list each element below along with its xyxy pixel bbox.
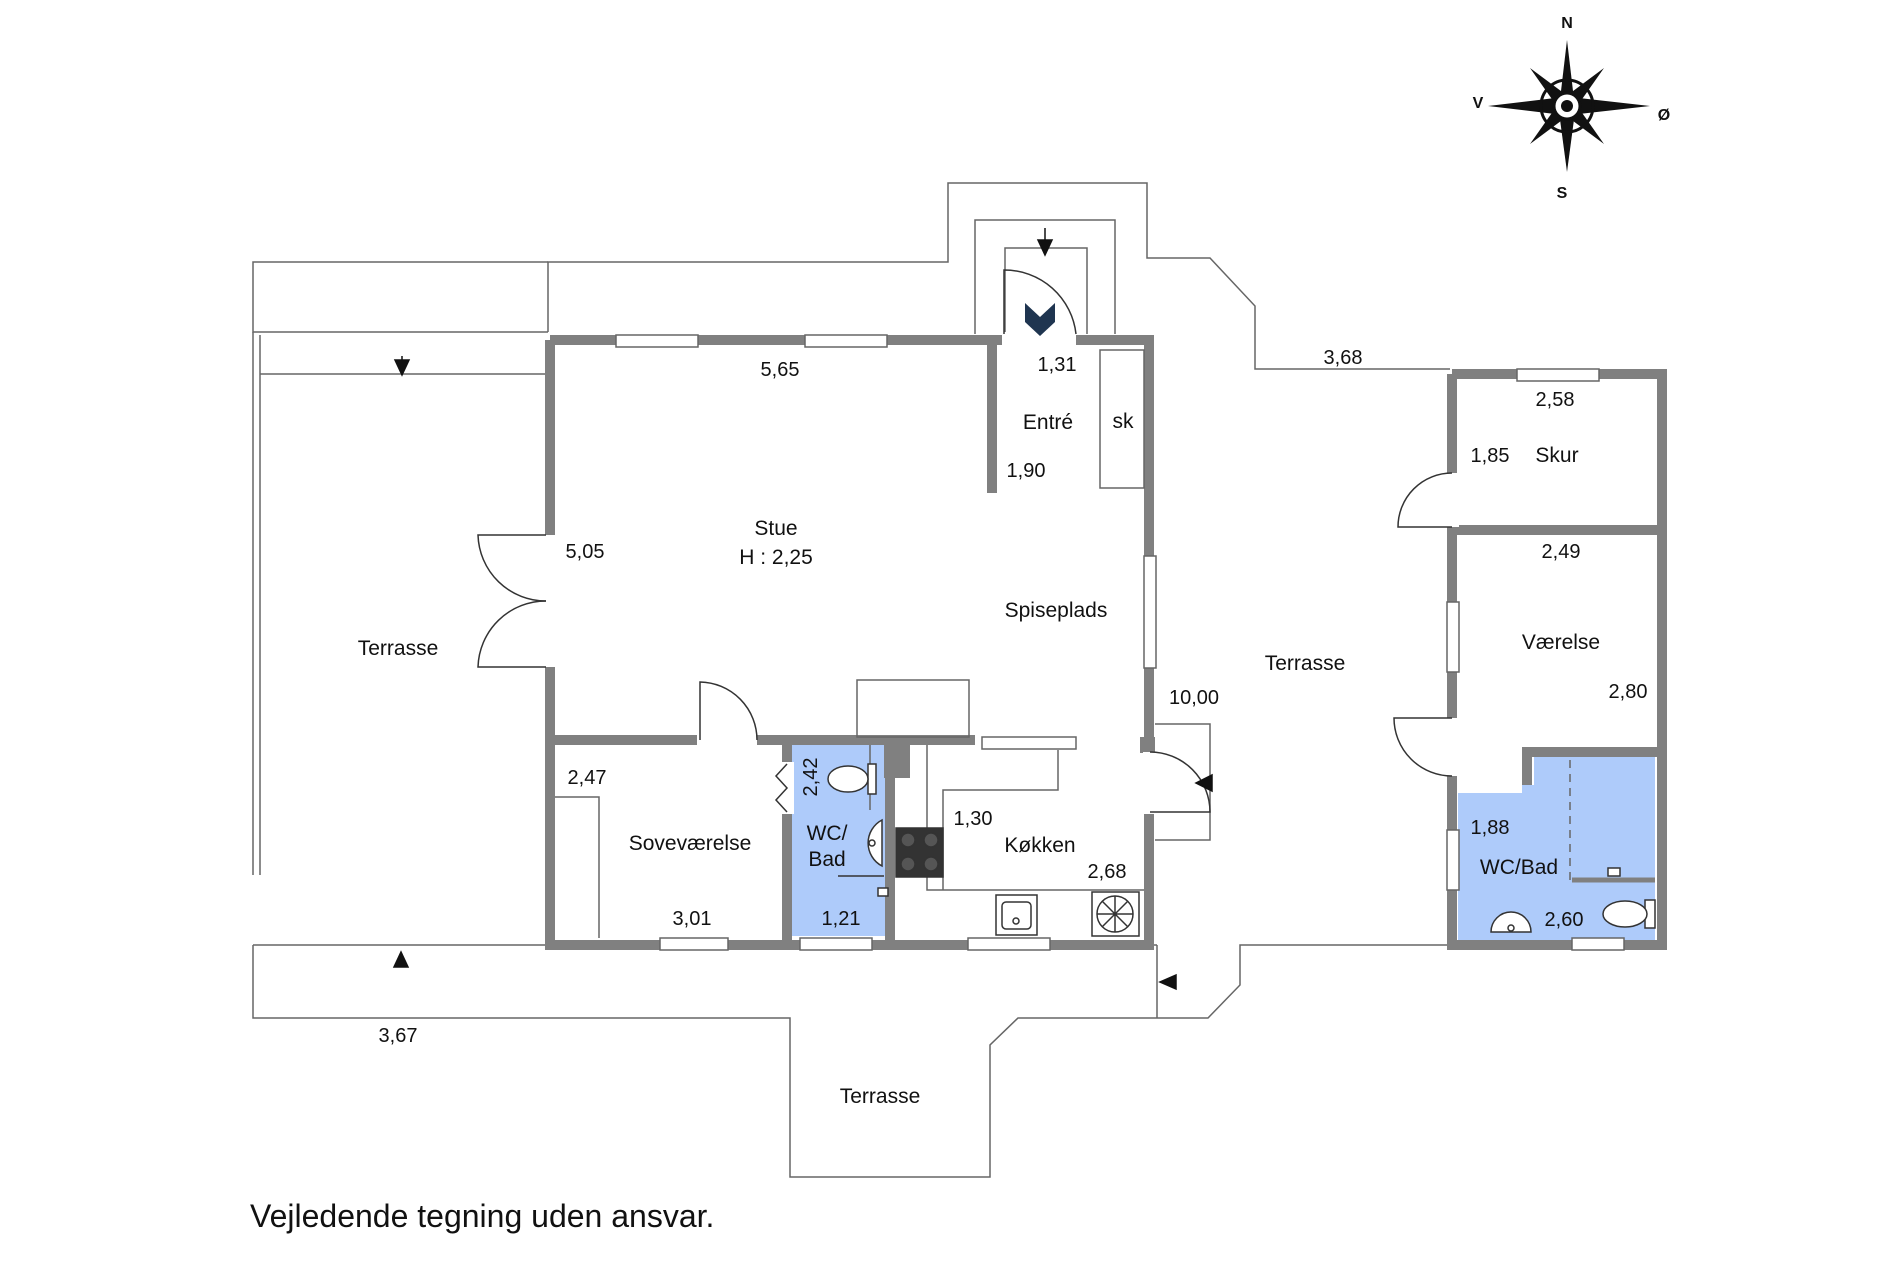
window-bedroom bbox=[659, 937, 729, 951]
wc-bad-2-floor bbox=[1458, 757, 1655, 942]
door-kitchen bbox=[1149, 751, 1211, 813]
door-swings bbox=[477, 269, 1453, 813]
kitchen-sink-icon bbox=[995, 894, 1038, 936]
front-door-chevron-icon bbox=[1025, 303, 1055, 336]
dim-bedroom-width: 3,01 bbox=[673, 908, 712, 930]
door-openings bbox=[544, 332, 1459, 814]
dim-west-terrace: 3,67 bbox=[379, 1025, 418, 1047]
window-vaerelse bbox=[1446, 601, 1460, 673]
compass-n: N bbox=[1561, 15, 1573, 32]
door-skur bbox=[1397, 472, 1453, 528]
window-bath2-south bbox=[1571, 937, 1625, 951]
shower-tap-icon-2 bbox=[1607, 867, 1621, 877]
chimney bbox=[884, 740, 910, 778]
toilet-icon-2 bbox=[1602, 899, 1656, 929]
label-terrasse-south: Terrasse bbox=[840, 1085, 921, 1108]
windows bbox=[615, 334, 1625, 951]
door-bedroom bbox=[699, 681, 758, 741]
window-kitchen bbox=[967, 937, 1051, 951]
window-bath2-west bbox=[1446, 829, 1460, 891]
door-terrace-1 bbox=[477, 534, 547, 602]
compass-s: S bbox=[1557, 185, 1568, 202]
dim-bath2-depth: 1,88 bbox=[1471, 817, 1510, 839]
disclaimer-text: Vejledende tegning uden ansvar. bbox=[250, 1198, 715, 1234]
label-stue-height: H : 2,25 bbox=[739, 546, 813, 569]
dim-kitchen-width: 2,68 bbox=[1088, 861, 1127, 883]
dim-stue-depth: 5,05 bbox=[566, 541, 605, 563]
arrow-kitchen-door bbox=[1194, 773, 1213, 793]
sink-icon bbox=[867, 818, 883, 868]
bath2-partition bbox=[1522, 747, 1657, 785]
terrace-west-outline bbox=[252, 261, 548, 333]
dim-house-length: 10,00 bbox=[1169, 687, 1219, 709]
wardrobe bbox=[555, 796, 600, 938]
kitchen-window-wall bbox=[1140, 737, 1155, 753]
label-vaerelse: Værelse bbox=[1522, 631, 1600, 654]
dim-entre-depth: 1,90 bbox=[1007, 460, 1046, 482]
arrow-main-entrance bbox=[1036, 239, 1054, 257]
door-terrace-2 bbox=[477, 600, 547, 668]
compass-e: Ø bbox=[1658, 107, 1670, 124]
label-wc-bad-1-a: WC/ bbox=[807, 822, 848, 845]
window-skur bbox=[1516, 368, 1600, 382]
dimension-labels: 5,65 5,05 1,31 1,90 10,00 2,47 3,01 2,42… bbox=[379, 347, 1648, 1047]
shower-tap-icon bbox=[877, 887, 889, 897]
terrace-east-outline bbox=[1157, 944, 1450, 1019]
dim-room-depth: 2,80 bbox=[1609, 681, 1648, 703]
dim-skur-width: 2,58 bbox=[1536, 389, 1575, 411]
dim-skur-depth: 1,85 bbox=[1471, 445, 1510, 467]
label-stue: Stue bbox=[754, 517, 797, 540]
arrow-east-door bbox=[1158, 973, 1177, 991]
kitchen-counter bbox=[926, 745, 1144, 891]
dim-room-width: 2,49 bbox=[1542, 541, 1581, 563]
arrow-west-terrace bbox=[393, 359, 411, 377]
dim-terrace-gap: 3,68 bbox=[1324, 347, 1363, 369]
compass-icon bbox=[1488, 40, 1650, 172]
toilet-icon bbox=[827, 763, 877, 795]
label-terrasse-west: Terrasse bbox=[358, 637, 439, 660]
window-bath1 bbox=[799, 937, 873, 951]
dim-stue-width: 5,65 bbox=[761, 359, 800, 381]
door-vaerelse bbox=[1393, 717, 1453, 777]
main-house-walls bbox=[545, 335, 1154, 950]
label-sk: sk bbox=[1113, 410, 1135, 433]
door-entre bbox=[1003, 269, 1077, 335]
dim-bath-depth: 2,42 bbox=[800, 758, 822, 797]
stove-icon bbox=[895, 827, 944, 878]
compass-w: V bbox=[1473, 95, 1484, 112]
dim-entre-width: 1,31 bbox=[1038, 354, 1077, 376]
door-bath1-folding bbox=[774, 763, 789, 813]
label-spiseplads: Spiseplads bbox=[1005, 599, 1108, 622]
sk-closet bbox=[1099, 349, 1145, 489]
label-wc-bad-1-b: Bad bbox=[808, 848, 845, 871]
label-entre: Entré bbox=[1023, 411, 1073, 434]
label-terrasse-east: Terrasse bbox=[1265, 652, 1346, 675]
window-stue-2 bbox=[804, 334, 888, 348]
label-sovevaerelse: Soveværelse bbox=[629, 832, 752, 855]
label-kokken: Køkken bbox=[1004, 834, 1075, 857]
label-wc-bad-2: WC/Bad bbox=[1480, 856, 1558, 879]
arrow-south-terrace bbox=[392, 950, 410, 968]
sink-icon-2 bbox=[1490, 911, 1532, 933]
terrace-outlines bbox=[252, 182, 1450, 1178]
entry-arrows bbox=[392, 228, 1213, 991]
label-skur: Skur bbox=[1535, 444, 1578, 467]
dim-bath-width: 1,21 bbox=[822, 908, 861, 930]
dim-bath2-width: 2,60 bbox=[1545, 909, 1584, 931]
terrace-south-outline bbox=[252, 945, 1157, 1178]
window-spiseplads bbox=[1143, 555, 1157, 669]
fixtures bbox=[827, 763, 1656, 937]
room-labels: Stue H : 2,25 Entré sk Spiseplads Sovevæ… bbox=[358, 410, 1600, 1108]
window-kitchen-vent bbox=[981, 736, 1077, 750]
window-stue-1 bbox=[615, 334, 699, 348]
fireplace bbox=[856, 679, 970, 738]
entrance-step-outer bbox=[974, 219, 1116, 334]
fan-icon bbox=[1091, 891, 1140, 937]
dim-bedroom-depth: 2,47 bbox=[568, 767, 607, 789]
dim-kitchen-depth: 1,30 bbox=[954, 808, 993, 830]
terrace-north-outline bbox=[547, 182, 1450, 370]
